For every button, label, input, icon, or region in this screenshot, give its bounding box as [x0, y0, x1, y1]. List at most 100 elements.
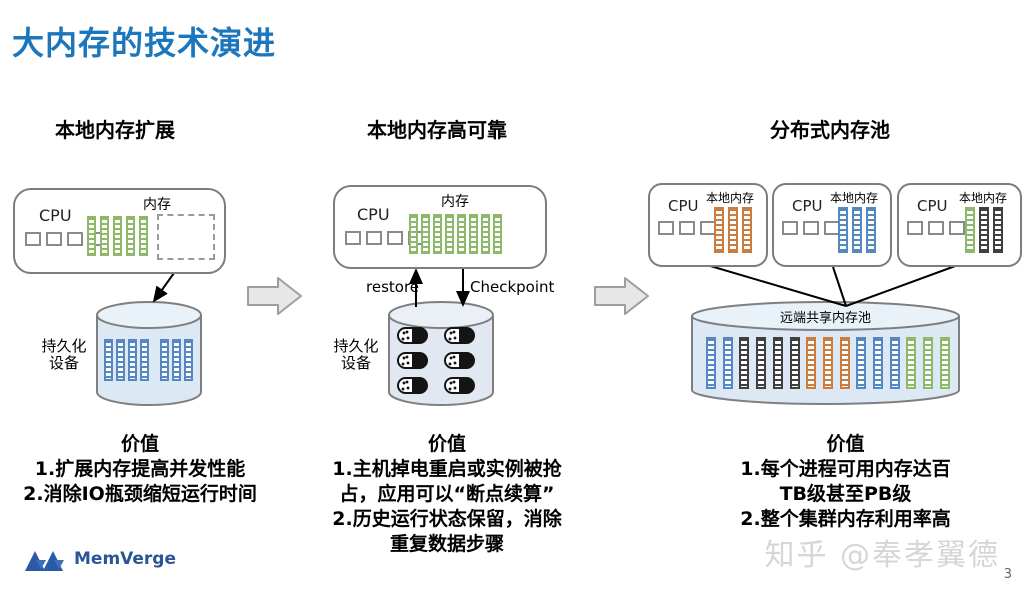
memory-dimm-icon	[409, 214, 418, 254]
storage-label-2: 持久化 设备	[333, 337, 379, 372]
snapshot-capsule-icon	[397, 327, 428, 344]
evolution-arrow-2	[594, 277, 649, 315]
value-block-3: 价值 1.每个进程可用内存达百 TB级甚至PB级 2.整个集群内存利用率高	[740, 433, 951, 530]
memory-dimm-icon	[939, 337, 950, 389]
memory-dimm-icon	[493, 214, 502, 254]
memory-dimm-icon	[421, 214, 430, 254]
storage-bars-1	[104, 339, 193, 381]
cpu-label: CPU	[357, 205, 390, 224]
memory-dimm-icon	[993, 207, 1003, 253]
memory-bars	[87, 216, 148, 256]
memory-dimm-icon	[457, 214, 466, 254]
memory-dimm-icon	[184, 339, 193, 381]
cpu-cores-icon	[658, 221, 716, 235]
snapshot-capsule-icon	[397, 377, 428, 394]
memverge-logo-icon	[25, 551, 64, 571]
server-box-1: CPU 内存	[13, 188, 226, 274]
memory-dimm-icon	[742, 207, 752, 253]
memory-dimm-icon	[756, 337, 767, 389]
memory-dimm-icon	[889, 337, 900, 389]
memory-dimm-icon	[87, 216, 96, 256]
cpu-label: CPU	[39, 206, 72, 225]
cpu-core-icon	[907, 221, 923, 235]
column2-header: 本地内存高可靠	[367, 118, 507, 142]
cpu-core-icon	[387, 231, 403, 245]
memory-dimm-icon	[172, 339, 181, 381]
snapshot-capsules	[397, 327, 475, 394]
memory-dimm-icon	[481, 214, 490, 254]
cpu-core-icon	[928, 221, 944, 235]
memory-dimm-icon	[822, 337, 833, 389]
cpu-core-icon	[46, 232, 62, 246]
cpu-label: CPU	[917, 197, 948, 215]
memverge-logo-text: MemVerge	[74, 549, 176, 569]
cpu-core-icon	[345, 231, 361, 245]
cpu-label: CPU	[792, 197, 823, 215]
memory-dimm-icon	[126, 216, 135, 256]
cpu-core-icon	[803, 221, 819, 235]
memory-dimm-icon	[139, 216, 148, 256]
memory-dimm-icon	[113, 216, 122, 256]
cpu-core-icon	[366, 231, 382, 245]
page-number: 3	[1003, 567, 1012, 582]
value-block-1: 价值 1.扩展内存提高并发性能 2.消除IO瓶颈缩短运行时间	[23, 433, 257, 505]
memory-dimm-icon	[906, 337, 917, 389]
memory-dimm-icon	[728, 207, 738, 253]
cluster-node-2: CPU 本地内存	[772, 183, 892, 267]
column3-header: 分布式内存池	[770, 118, 890, 142]
snapshot-capsule-icon	[444, 352, 475, 369]
cpu-cores-icon	[782, 221, 840, 235]
cpu-core-icon	[25, 232, 41, 246]
cpu-label: CPU	[668, 197, 699, 215]
memory-dimm-icon	[433, 214, 442, 254]
memory-dimm-icon	[128, 339, 137, 381]
column1-header: 本地内存扩展	[55, 118, 175, 142]
cpu-core-icon	[782, 221, 798, 235]
evolution-arrow-1	[247, 277, 302, 315]
memory-dimm-icon	[979, 207, 989, 253]
memory-dimm-icon	[140, 339, 149, 381]
snapshot-capsule-icon	[444, 327, 475, 344]
cpu-core-icon	[679, 221, 695, 235]
memory-dimm-icon	[852, 207, 862, 253]
memory-bars	[714, 207, 752, 253]
memory-dimm-icon	[445, 214, 454, 254]
memory-bars	[965, 207, 1003, 253]
empty-memory-slot	[157, 214, 215, 260]
shared-pool-label: 远端共享内存池	[779, 311, 871, 326]
cluster-node-3: CPU 本地内存	[897, 183, 1022, 267]
local-memory-label: 本地内存	[706, 191, 755, 205]
cpu-core-icon	[949, 221, 965, 235]
server-box-2: CPU 内存	[333, 185, 547, 269]
cpu-core-icon	[658, 221, 674, 235]
memory-bars	[838, 207, 876, 253]
memory-dimm-icon	[873, 337, 884, 389]
value-block-2: 价值 1.主机掉电重启或实例被抢 占，应用可以“断点续算” 2.历史运行状态保留…	[332, 433, 562, 555]
local-memory-label: 本地内存	[959, 191, 1008, 205]
memory-dimm-icon	[706, 337, 716, 389]
memory-label: 内存	[441, 194, 469, 210]
snapshot-capsule-icon	[397, 352, 428, 369]
memory-dimm-icon	[100, 216, 109, 256]
persistent-storage-cylinder-1	[96, 301, 202, 406]
memory-dimm-icon	[714, 207, 724, 253]
memory-dimm-icon	[469, 214, 478, 254]
cluster-node-1: CPU 本地内存	[648, 183, 768, 267]
memory-dimm-icon	[116, 339, 125, 381]
memory-bars	[409, 214, 502, 254]
memory-dimm-icon	[739, 337, 750, 389]
bar-gap	[152, 371, 157, 381]
memverge-logo: MemVerge	[24, 546, 176, 572]
memory-dimm-icon	[104, 339, 113, 381]
memory-dimm-icon	[722, 337, 733, 389]
checkpoint-label: Checkpoint	[470, 278, 555, 296]
cpu-core-icon	[67, 232, 83, 246]
watermark: 知乎 @奉孝翼德	[764, 538, 1000, 573]
memory-dimm-icon	[856, 337, 867, 389]
memory-dimm-icon	[789, 337, 800, 389]
memory-dimm-icon	[838, 207, 848, 253]
memory-dimm-icon	[806, 337, 817, 389]
memory-dimm-icon	[772, 337, 783, 389]
memory-dimm-icon	[160, 339, 169, 381]
